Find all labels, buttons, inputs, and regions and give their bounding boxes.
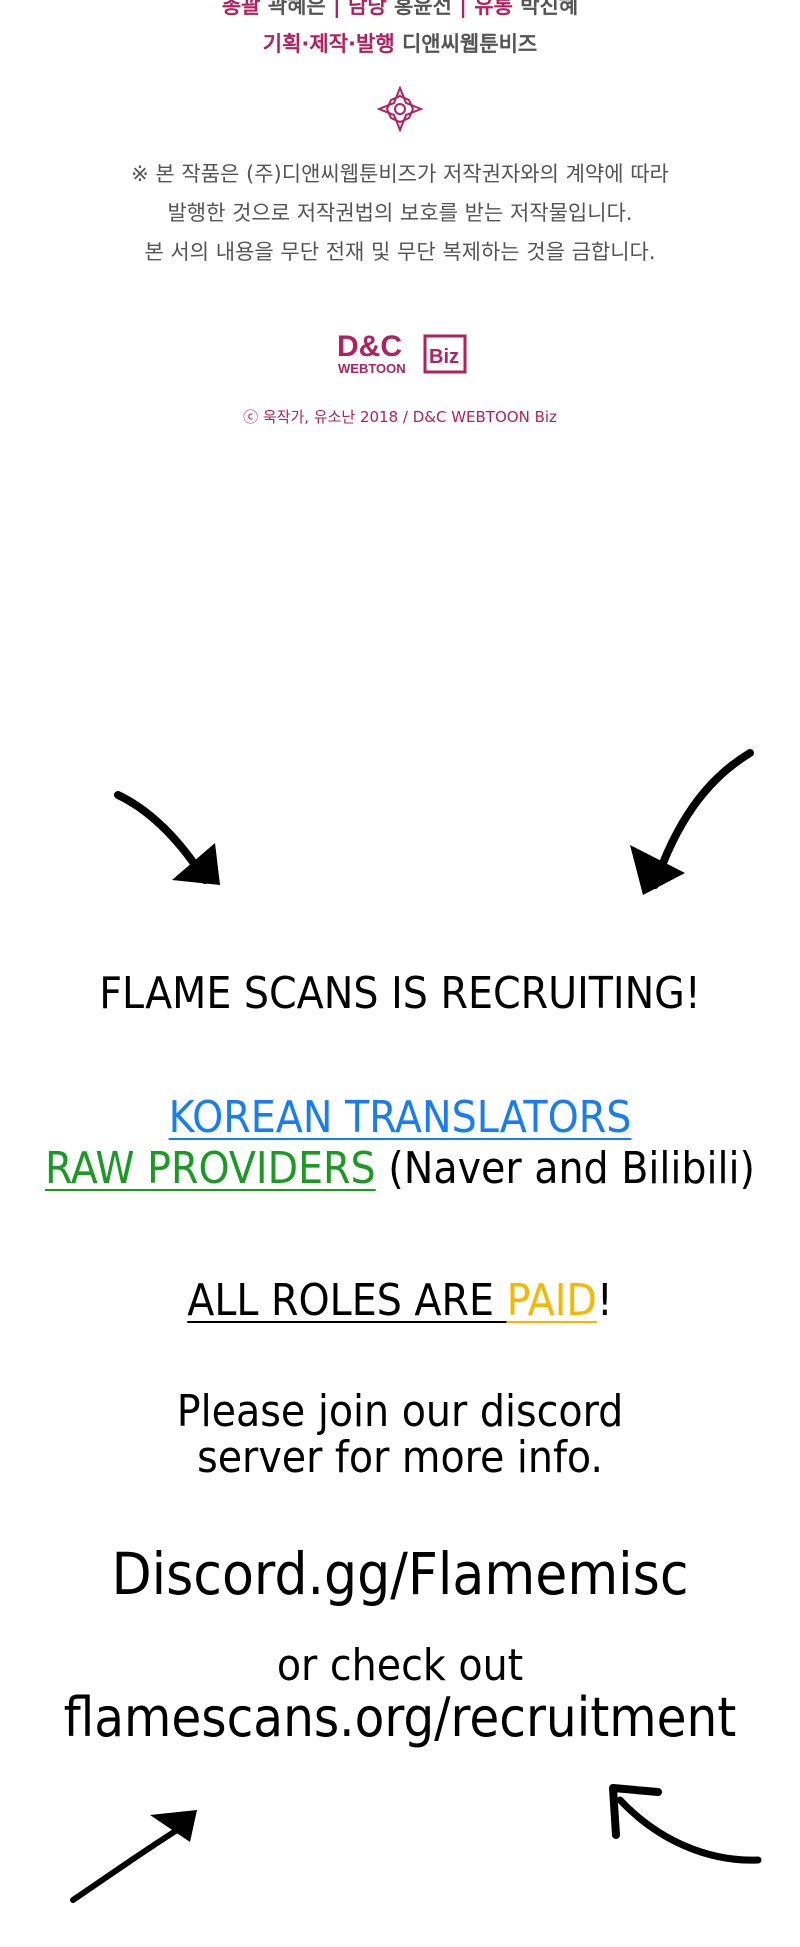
copyright-notice-line-2: 발행한 것으로 저작권법의 보호를 받는 저작물입니다.: [167, 201, 633, 225]
arrow-up-right-icon: [70, 1810, 197, 1903]
copyright-notice-line-3: 본 서의 내용을 무단 전재 및 무단 복제하는 것을 금합니다.: [144, 240, 656, 264]
paid-suffix: !: [596, 1275, 613, 1326]
credit-label-general: 총괄: [221, 0, 261, 18]
credit-value-general: 곽혜은: [267, 0, 326, 18]
star-ornament-icon: [377, 86, 423, 132]
role-korean-translators: KOREAN TRANSLATORS: [0, 1092, 800, 1143]
logo-badge-text: Biz: [429, 346, 459, 368]
credit-label-publisher: 기획·제작·발행: [262, 32, 395, 56]
credit-label-distribution: 유통: [474, 0, 513, 18]
credit-value-distribution: 박진혜: [520, 0, 579, 18]
all-roles-paid: ALL ROLES ARE PAID!: [0, 1275, 800, 1326]
credit-value-publisher: 디앤씨웹툰비즈: [401, 32, 538, 56]
arrow-down-right-icon: [114, 791, 220, 885]
join-discord-line-1: Please join our discord: [176, 1386, 624, 1437]
or-check-out: or check out: [276, 1640, 524, 1691]
raw-providers-note: (Naver and Bilibili): [375, 1143, 755, 1194]
translators-link: KOREAN TRANSLATORS: [168, 1092, 632, 1143]
credit-value-manager: 홍윤선: [393, 0, 452, 18]
recruitment-website: flamescans.org/recruitment: [63, 1686, 737, 1749]
credits-line-2: 기획·제작·발행 디앤씨웹툰비즈: [0, 28, 800, 58]
dc-webtoon-biz-logo: D&C WEBTOON Biz: [337, 330, 467, 376]
credits-line-1: 총괄 곽혜은 | 담당 홍윤선 | 유통 박진혜: [0, 0, 800, 20]
logo-sub-text: WEBTOON: [338, 361, 406, 376]
role-raw-providers: RAW PROVIDERS (Naver and Bilibili): [0, 1143, 800, 1194]
recruiting-headline: FLAME SCANS IS RECRUITING!: [99, 968, 701, 1019]
logo-main-text: D&C: [337, 330, 402, 363]
copyright-notice-line-1: ※ 본 작품은 (주)디앤씨웹툰비즈가 저작권자와의 계약에 따라: [131, 162, 669, 186]
paid-prefix: ALL ROLES ARE: [187, 1275, 507, 1326]
credit-separator: |: [459, 0, 467, 18]
paid-word: PAID: [506, 1275, 597, 1326]
join-discord-line-2: server for more info.: [197, 1432, 603, 1483]
discord-invite: Discord.gg/Flamemisc: [111, 1540, 689, 1608]
credit-label-manager: 담당: [348, 0, 387, 18]
copyright-line: ⓒ 욱작가, 유소난 2018 / D&C WEBTOON Biz: [243, 408, 557, 426]
raw-providers-link: RAW PROVIDERS: [44, 1143, 376, 1194]
arrow-up-left-icon: [609, 1784, 762, 1864]
credit-separator: |: [333, 0, 341, 18]
arrow-down-left-icon: [630, 749, 754, 895]
